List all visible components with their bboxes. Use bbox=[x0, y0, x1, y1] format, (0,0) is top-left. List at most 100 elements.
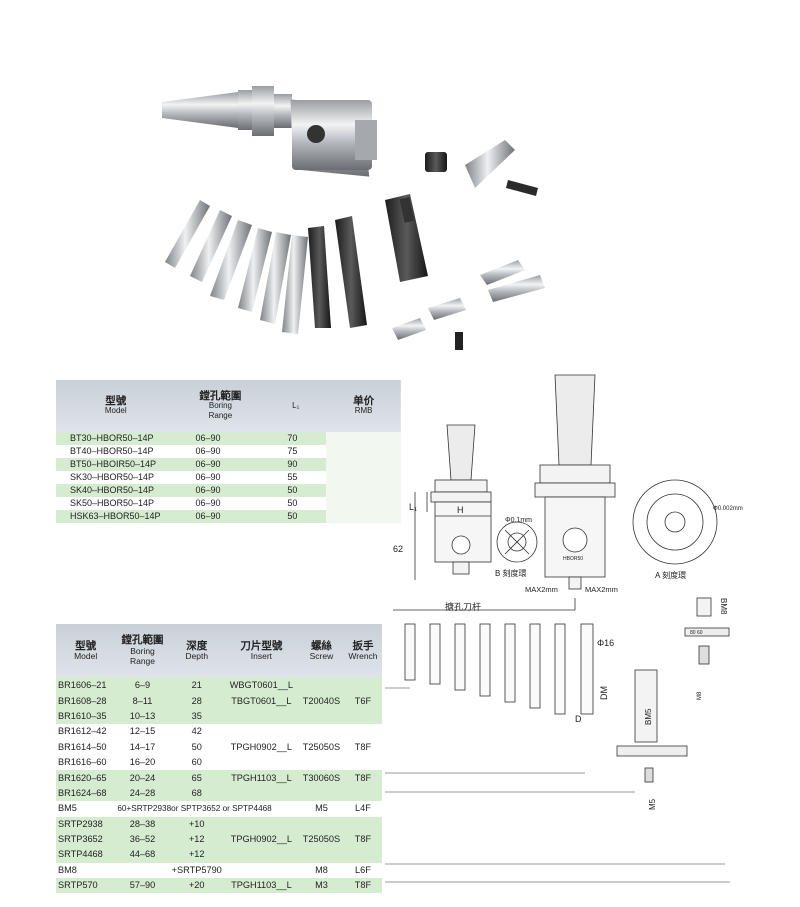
product-photo bbox=[162, 86, 545, 350]
header-range-en2: Range bbox=[208, 411, 233, 420]
cell-depth: 42 bbox=[169, 724, 224, 740]
label-bar: 搪孔刀杆 bbox=[445, 601, 481, 612]
cell-range: 06–90 bbox=[175, 497, 266, 510]
cell-wrench: T8F bbox=[343, 770, 382, 786]
h2-depth-en: Depth bbox=[185, 651, 209, 661]
cell-model: BR1624–68 bbox=[56, 785, 116, 802]
cell-insert bbox=[223, 785, 299, 802]
cell-price bbox=[326, 432, 401, 445]
cell-depth: +SRTP5790 bbox=[169, 862, 224, 879]
cell-wrench: T8F bbox=[343, 739, 382, 755]
cell-screw: M8 bbox=[298, 862, 344, 879]
cell-model: BM5 bbox=[56, 801, 116, 817]
cell-range: 6–9 bbox=[115, 678, 170, 694]
bm5-drawing: BM5 M5 bbox=[616, 669, 688, 810]
cell-model: BM8 bbox=[56, 862, 116, 879]
cell-l1: 75 bbox=[265, 445, 327, 458]
cell-wrench: L6F bbox=[343, 862, 382, 879]
boring-head-image bbox=[162, 86, 377, 177]
cell-l1: 90 bbox=[265, 458, 327, 471]
cell-range: 28–38 bbox=[115, 816, 170, 832]
cell-insert bbox=[223, 708, 299, 725]
large-holder-drawing: HBOR50 MAX2mm MAX2mm bbox=[525, 374, 618, 594]
cell-model: SRTP570 bbox=[56, 878, 116, 894]
h2-range-en1: Boring bbox=[130, 645, 155, 656]
cell-wrench bbox=[343, 708, 382, 725]
header-price-en: RMB bbox=[354, 406, 373, 415]
header-model-cn: 型號 bbox=[105, 395, 127, 407]
cell-insert bbox=[223, 754, 299, 771]
cell-screw bbox=[298, 847, 344, 863]
cell-insert: TBGT0601__L bbox=[223, 693, 299, 709]
h2-range-en2: Range bbox=[129, 656, 156, 667]
cell-range bbox=[115, 862, 170, 879]
cell-model: BR1614–50 bbox=[56, 739, 116, 755]
cell-price bbox=[326, 445, 401, 458]
cell-model: BR1616–60 bbox=[56, 754, 116, 771]
cell-l1: 50 bbox=[265, 497, 327, 510]
header-l1: L₁ bbox=[265, 380, 326, 432]
label-phi01: Φ0.1mm bbox=[505, 517, 532, 524]
cell-range: 06–90 bbox=[175, 471, 266, 484]
cell-screw: M5 bbox=[298, 801, 344, 817]
cell-depth: +10 bbox=[169, 816, 224, 832]
cell-screw: T25050S bbox=[298, 831, 344, 848]
cell-wrench bbox=[343, 724, 382, 740]
cell-screw bbox=[298, 724, 344, 740]
cell-model: BT50–HBOIR50–14P bbox=[56, 458, 176, 471]
h2-model-en: Model bbox=[74, 651, 98, 661]
h2-range-cn: 鏜孔範圍 bbox=[121, 634, 164, 647]
leader-lines bbox=[385, 687, 730, 883]
scale-ring-a-drawing: Φ0.002mm A 刻度環 bbox=[632, 479, 743, 580]
cell-range: 06–90 bbox=[175, 432, 266, 445]
h2-wrench-cn: 扳手 bbox=[352, 639, 374, 652]
cell-depth: 65 bbox=[169, 770, 224, 786]
cell-model: BT30–HBOR50–14P bbox=[56, 432, 176, 445]
cell-price bbox=[326, 510, 401, 523]
cell-wrench: T8F bbox=[343, 878, 382, 894]
cell-model: BT40–HBOR50–14P bbox=[56, 445, 176, 458]
label-phi0002: Φ0.002mm bbox=[713, 506, 743, 512]
cell-model: BR1606–21 bbox=[56, 678, 116, 694]
cell-model: SK30–HBOR50–14P bbox=[56, 471, 176, 484]
cell-insert: WBGT0601__L bbox=[223, 678, 299, 694]
cartridge-inserts-image bbox=[392, 260, 545, 350]
h2-screw-cn: 螺絲 bbox=[310, 639, 332, 652]
label-h: H bbox=[457, 505, 464, 515]
label-scale-b: B 刻度環 bbox=[495, 568, 527, 578]
cell-insert bbox=[223, 862, 299, 879]
cell-range: 10–13 bbox=[115, 708, 170, 725]
h2-depth-cn: 深度 bbox=[186, 639, 208, 652]
cell-range: 16–20 bbox=[115, 754, 170, 771]
cell-depth: 28 bbox=[169, 693, 224, 709]
cell-insert bbox=[223, 724, 299, 740]
cell-depth: +12 bbox=[169, 831, 224, 848]
cell-screw bbox=[298, 785, 344, 802]
cell-insert: TPGH0902__L bbox=[223, 739, 299, 755]
cell-range: 60+SRTP2938or SPTP3652 or SPTP4468 bbox=[115, 801, 299, 817]
cell-l1: 50 bbox=[265, 484, 327, 497]
cell-range: 44–68 bbox=[115, 847, 170, 863]
cell-model: SRTP2938 bbox=[56, 816, 116, 832]
cell-screw: M3 bbox=[298, 878, 344, 894]
label-bm5: BM5 bbox=[644, 708, 653, 725]
cell-wrench bbox=[343, 785, 382, 802]
